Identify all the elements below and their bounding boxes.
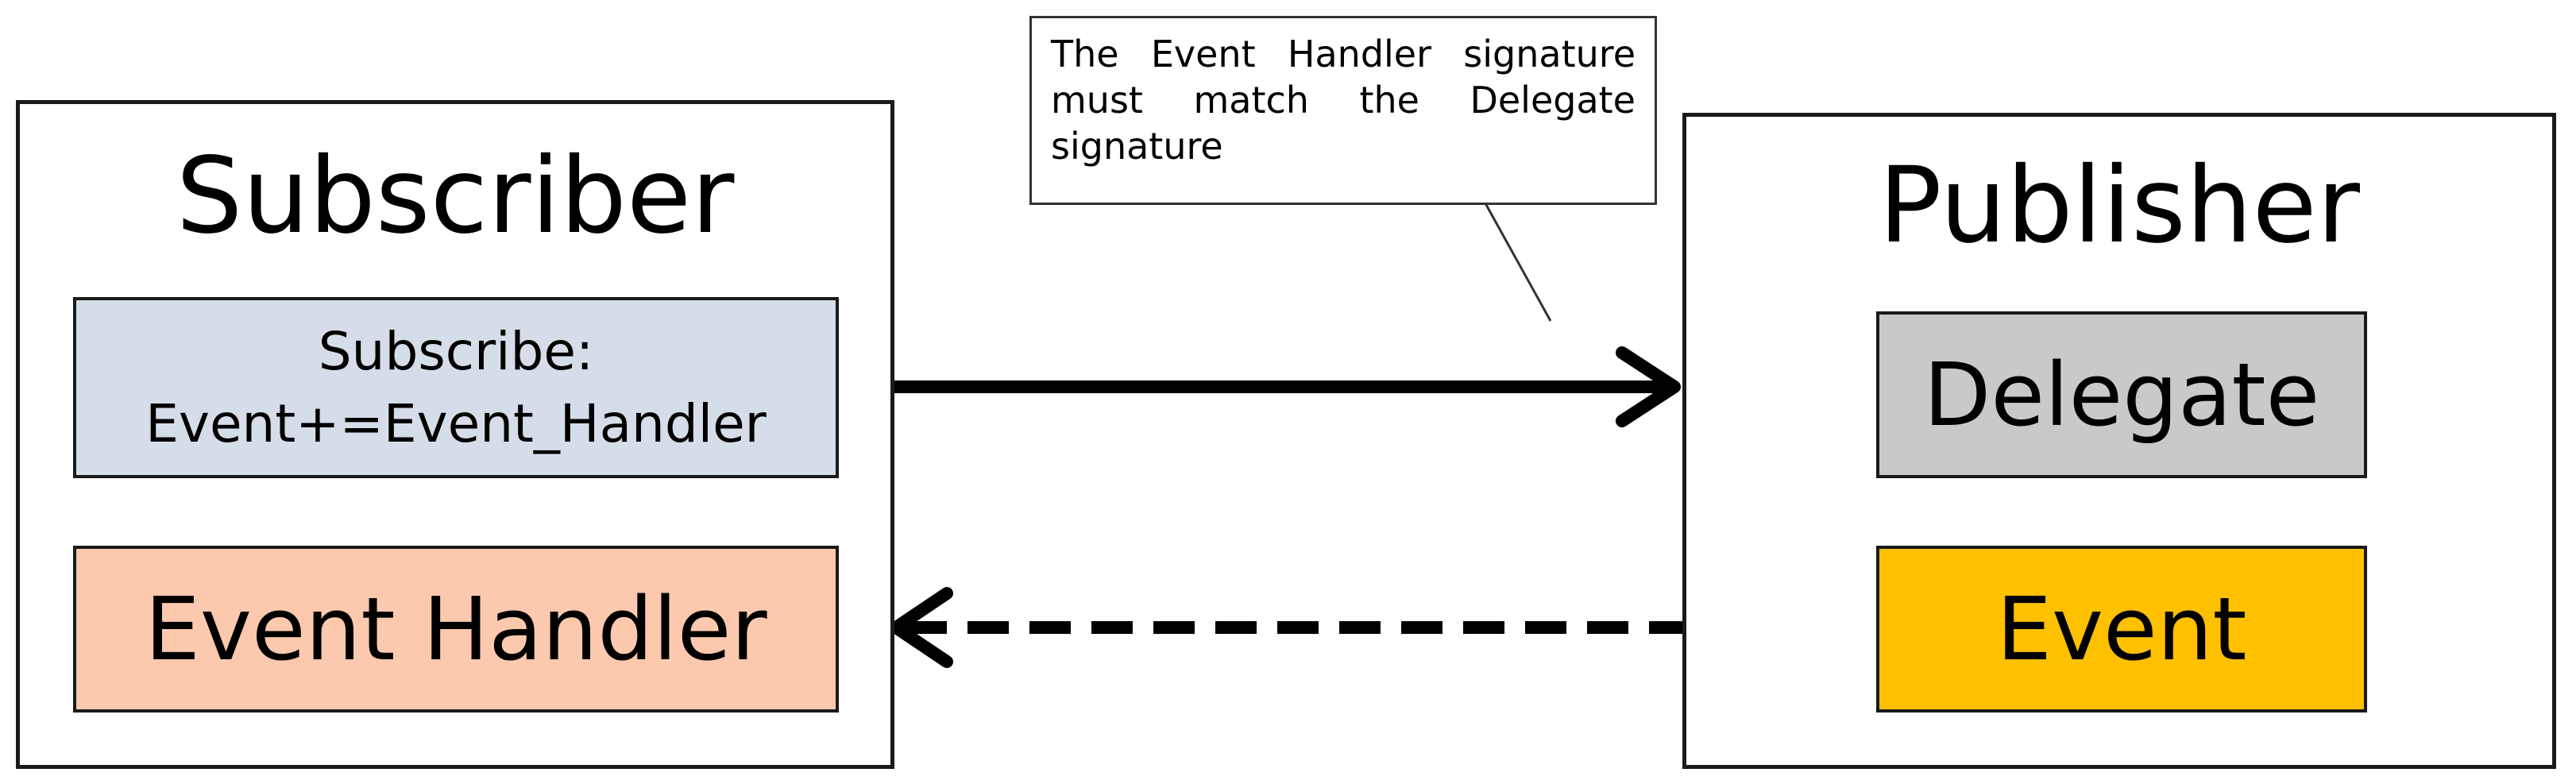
subscribe-arrow-head <box>1616 346 1681 427</box>
subscribe-statement-box: Subscribe: Event+=Event_Handler <box>73 297 839 478</box>
delegate-box: Delegate <box>1876 311 2367 478</box>
event-handler-label: Event Handler <box>145 578 767 680</box>
event-label: Event <box>1996 578 2247 680</box>
subscribe-expression: Event+=Event_Handler <box>145 393 767 454</box>
callout-pointer-line <box>1484 203 1552 322</box>
event-raise-arrow-head <box>890 587 953 668</box>
subscribe-label: Subscribe: <box>318 320 594 382</box>
signature-callout: The Event Handler signature must match t… <box>1029 16 1657 205</box>
event-handler-box: Event Handler <box>73 546 839 713</box>
publisher-title: Publisher <box>1879 145 2360 267</box>
subscribe-arrow <box>839 346 1681 427</box>
delegate-label: Delegate <box>1923 344 2320 446</box>
subscriber-title: Subscriber <box>176 135 735 257</box>
event-box: Event <box>1876 546 2367 713</box>
